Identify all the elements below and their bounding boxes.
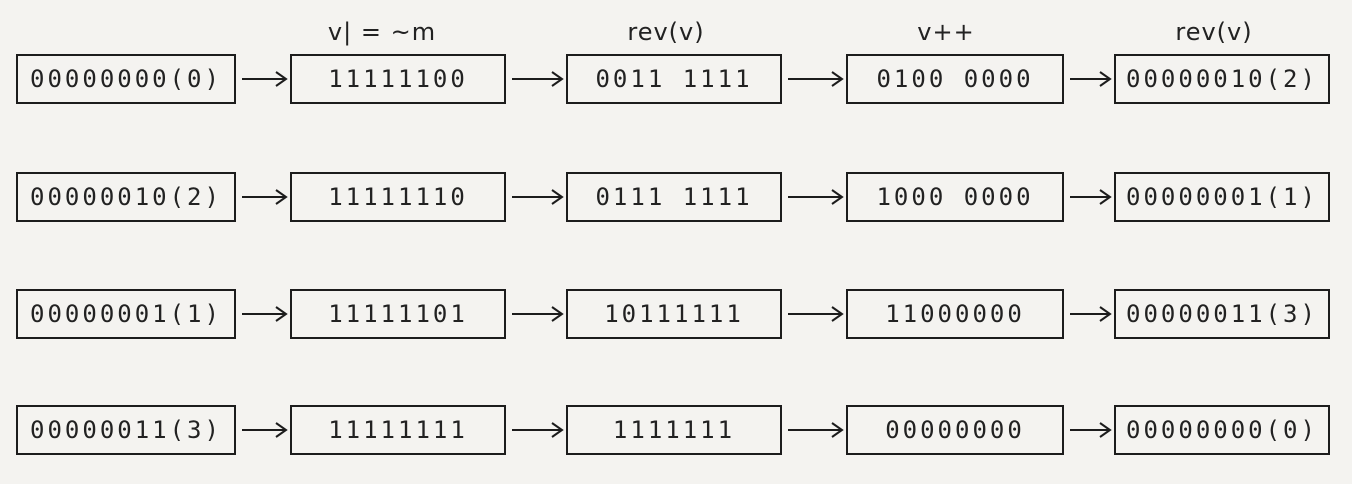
column-header-1: v| = ~m — [327, 18, 437, 46]
arrow-icon — [242, 187, 288, 207]
bit-box-r1-c3: 0011 1111 — [566, 54, 782, 104]
bit-box-r2-c2: 11111110 — [290, 172, 506, 222]
bit-box-r3-c5: 00000011(3) — [1114, 289, 1330, 339]
arrow-icon — [242, 69, 288, 89]
column-header-2: rev(v) — [627, 18, 705, 46]
arrow-icon — [788, 420, 844, 440]
arrow-icon — [788, 304, 844, 324]
column-header-3: v++ — [917, 18, 975, 46]
arrow-icon — [512, 187, 564, 207]
bit-box-r2-c4: 1000 0000 — [846, 172, 1064, 222]
arrow-icon — [512, 69, 564, 89]
arrow-icon — [1070, 420, 1112, 440]
arrow-icon — [1070, 304, 1112, 324]
bit-box-r2-c1: 00000010(2) — [16, 172, 236, 222]
arrow-icon — [512, 304, 564, 324]
bit-box-r4-c4: 00000000 — [846, 405, 1064, 455]
arrow-icon — [788, 69, 844, 89]
bit-box-r1-c2: 11111100 — [290, 54, 506, 104]
arrow-icon — [242, 420, 288, 440]
arrow-icon — [512, 420, 564, 440]
bit-box-r3-c3: 10111111 — [566, 289, 782, 339]
bit-box-r4-c1: 00000011(3) — [16, 405, 236, 455]
bit-box-r4-c5: 00000000(0) — [1114, 405, 1330, 455]
bit-box-r2-c3: 0111 1111 — [566, 172, 782, 222]
bit-box-r3-c2: 11111101 — [290, 289, 506, 339]
bit-box-r3-c1: 00000001(1) — [16, 289, 236, 339]
bit-box-r4-c3: 1111111 — [566, 405, 782, 455]
arrow-icon — [788, 187, 844, 207]
arrow-icon — [1070, 69, 1112, 89]
bit-box-r1-c4: 0100 0000 — [846, 54, 1064, 104]
column-header-4: rev(v) — [1175, 18, 1253, 46]
bit-box-r1-c5: 00000010(2) — [1114, 54, 1330, 104]
arrow-icon — [1070, 187, 1112, 207]
bit-box-r4-c2: 11111111 — [290, 405, 506, 455]
arrow-icon — [242, 304, 288, 324]
bit-box-r1-c1: 00000000(0) — [16, 54, 236, 104]
bit-box-r2-c5: 00000001(1) — [1114, 172, 1330, 222]
bit-box-r3-c4: 11000000 — [846, 289, 1064, 339]
